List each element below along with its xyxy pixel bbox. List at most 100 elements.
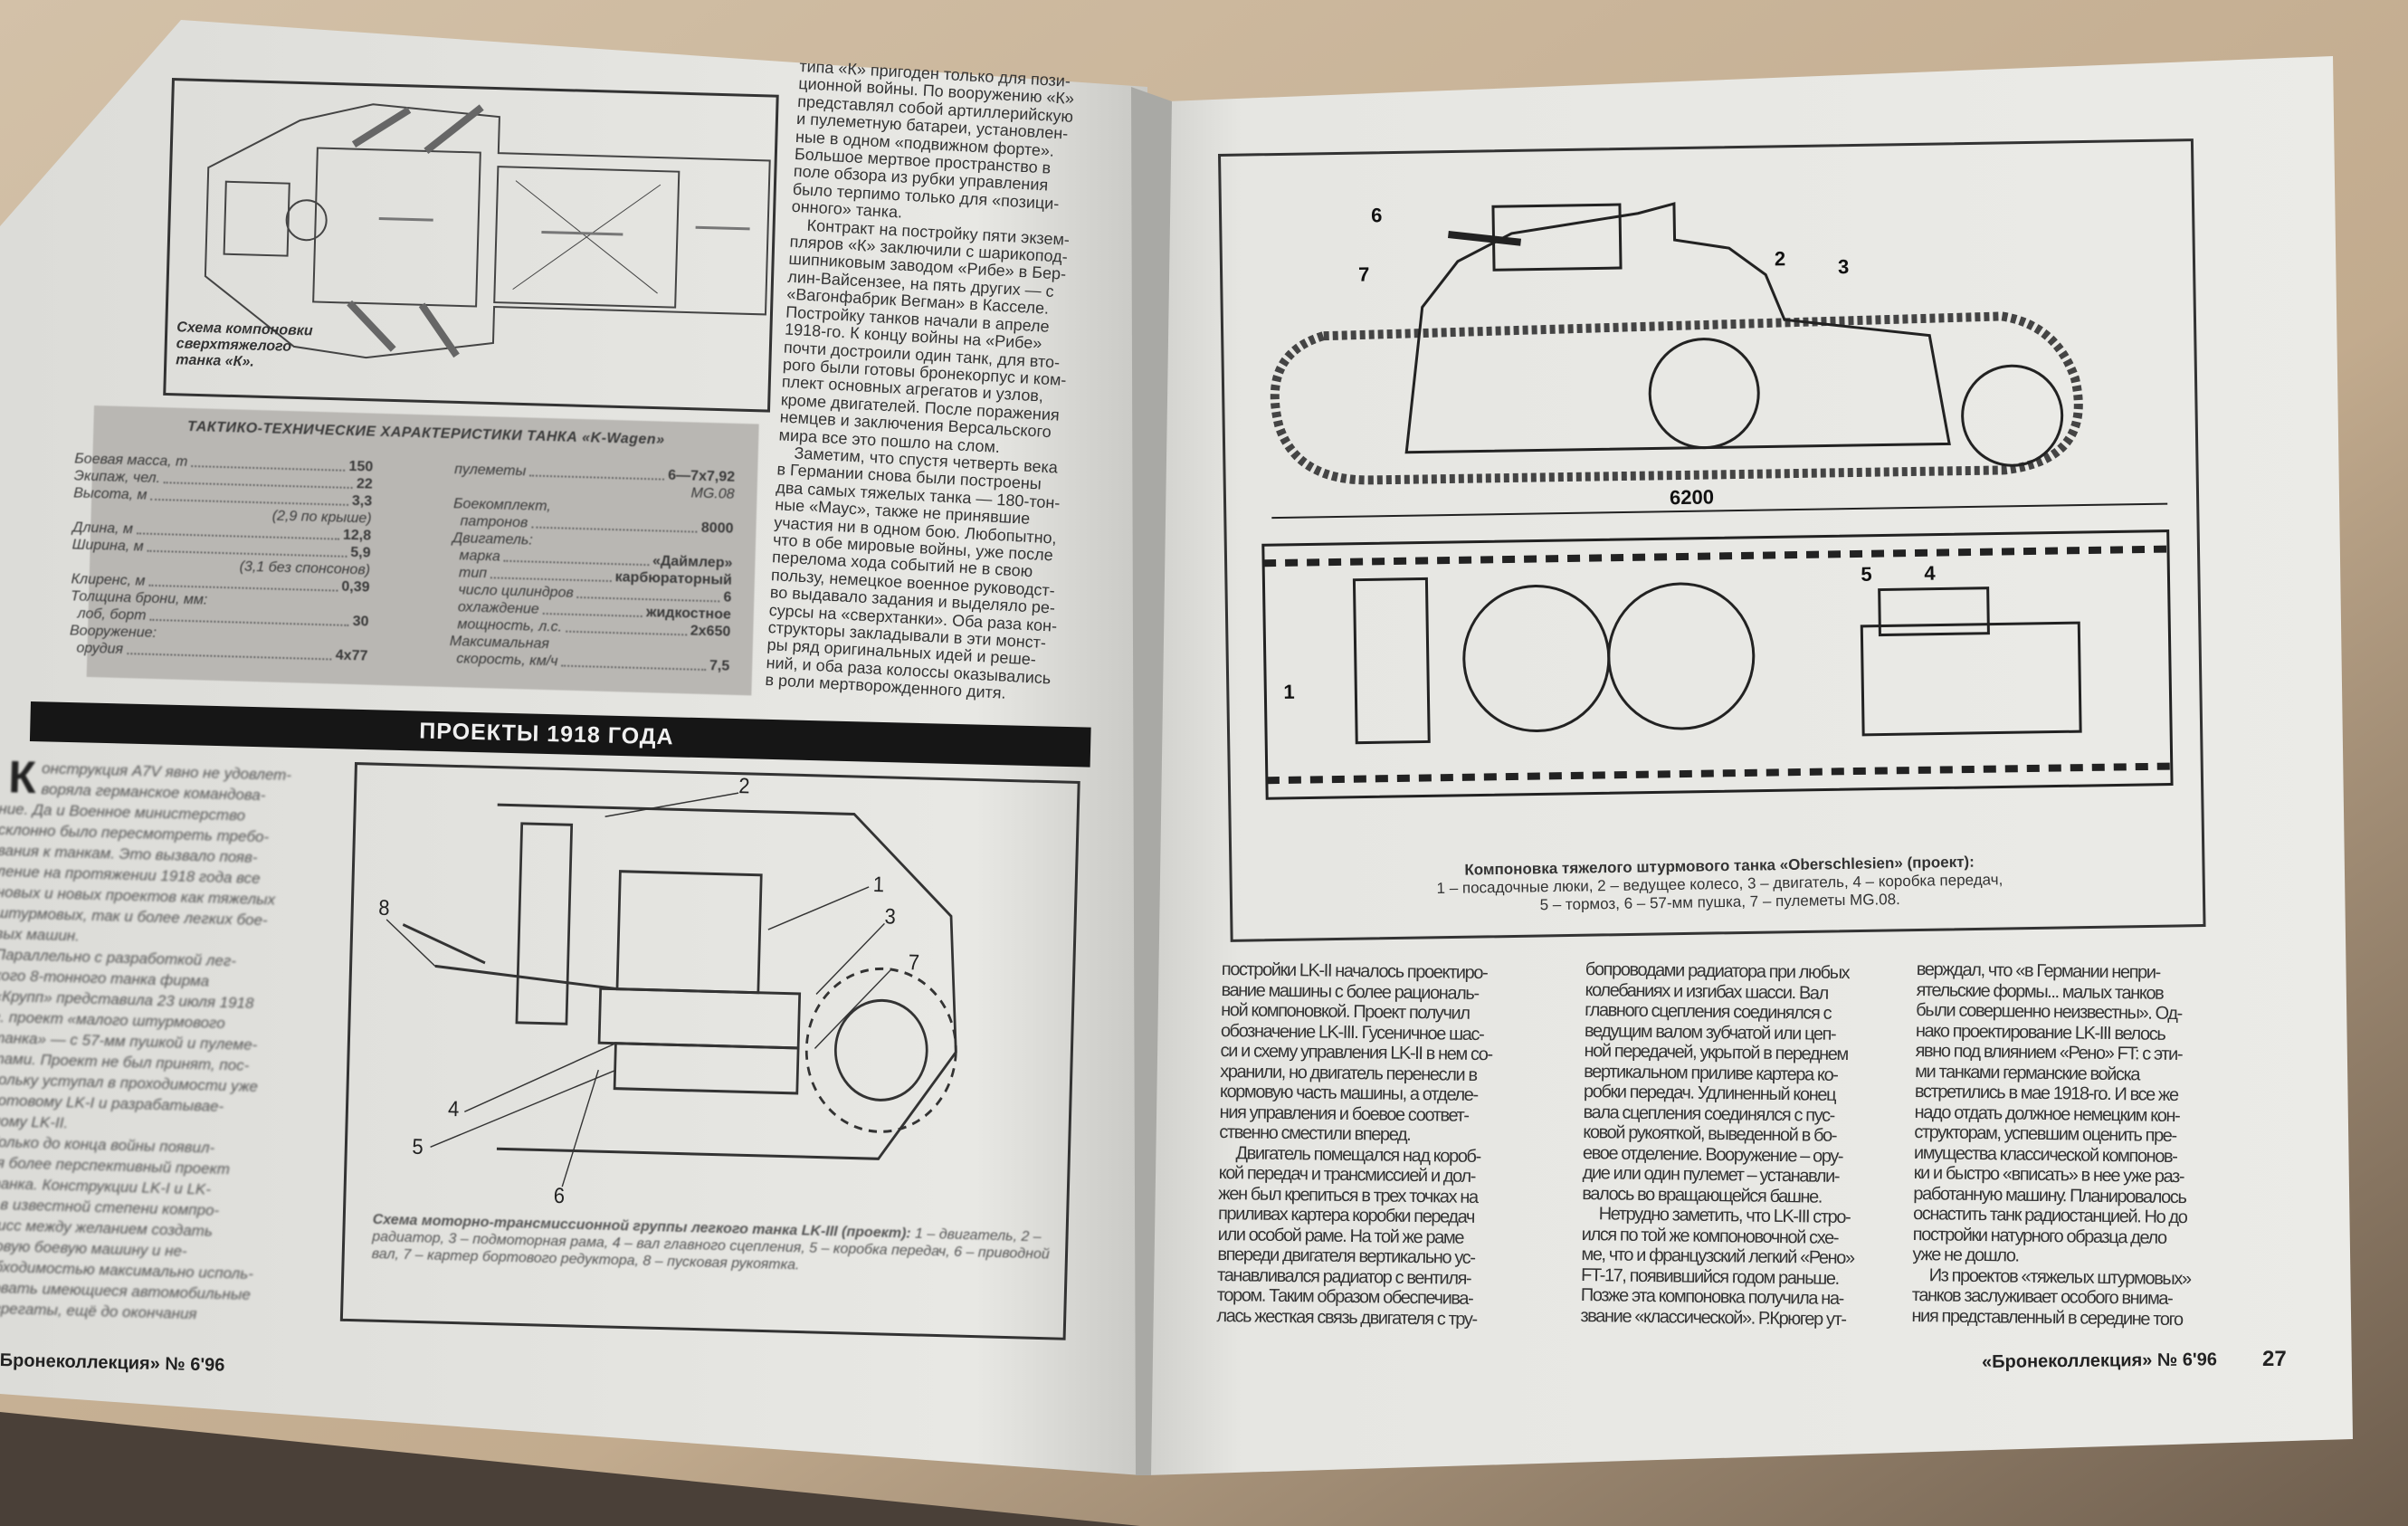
spec-value: 30 <box>352 614 369 630</box>
text-line: звание «классической». Р.Крюгер ут- <box>1580 1305 1846 1330</box>
spec-value: 5,9 <box>350 544 371 561</box>
spec-value: 8000 <box>700 520 734 537</box>
spec-value: 6—7x7,92 <box>668 467 736 485</box>
dimension-label: 6200 <box>1670 485 1714 509</box>
dot-leader <box>576 596 720 603</box>
spec-label: скорость, км/ч <box>449 651 558 670</box>
dot-leader <box>126 653 332 661</box>
spec-table-title: ТАКТИКО-ТЕХНИЧЕСКИЕ ХАРАКТЕРИСТИКИ ТАНКА… <box>186 418 665 448</box>
k-diagram-caption: Схема компоновки сверхтяжелого танка «К»… <box>176 320 313 372</box>
label-4: 4 <box>1924 562 1936 585</box>
spec-label: Ширина, м <box>71 537 144 555</box>
turret <box>1491 203 1623 272</box>
label-1: 1 <box>872 872 884 896</box>
hull-outline <box>496 803 957 1160</box>
label-6: 6 <box>553 1183 565 1207</box>
spine-shadow <box>1131 87 1172 1475</box>
shadow <box>0 1412 1140 1526</box>
spec-value: 6 <box>723 589 732 606</box>
dot-leader <box>529 474 665 481</box>
spec-label: Боекомплект, <box>452 496 552 515</box>
label-7: 7 <box>909 949 920 974</box>
dimension-line <box>1271 502 2168 520</box>
label-4: 4 <box>448 1096 460 1121</box>
right-page <box>1146 56 2353 1475</box>
k-wagen-diagram: Схема компоновки сверхтяжелого танка «К»… <box>163 78 779 413</box>
cupola <box>285 199 328 242</box>
drop-cap: К <box>7 751 37 804</box>
body-lines: онструкция A7V явно не удовлет-воряла ге… <box>0 757 303 1327</box>
spec-value: 2x650 <box>690 623 731 640</box>
label-2: 2 <box>1775 247 1786 270</box>
spec-label: мощность, л.с. <box>450 616 563 635</box>
article-column-1: постройки LK-II началось проектиро-вание… <box>1216 959 1493 1330</box>
spec-value: 22 <box>356 476 373 492</box>
hull-top-view <box>1261 529 2174 800</box>
spec-value: 150 <box>348 458 374 475</box>
spec-label: Длина, м <box>71 520 134 538</box>
fighting-compartment <box>312 147 481 308</box>
spec-table: ТАКТИКО-ТЕХНИЧЕСКИЕ ХАРАКТЕРИСТИКИ ТАНКА… <box>70 405 759 696</box>
spec-value: жидкостное <box>645 605 732 623</box>
central-room <box>493 166 681 309</box>
sponson-gun <box>347 104 484 358</box>
spec-note: (2,9 по крыше) <box>271 508 372 527</box>
spec-label: тип <box>451 565 488 582</box>
dot-leader <box>542 612 642 618</box>
engine <box>615 870 763 995</box>
spec-label: Двигатель: <box>452 530 533 548</box>
section-header: ПРОЕКТЫ 1918 ГОДА <box>418 718 674 750</box>
spec-value: карбюраторный <box>614 569 733 588</box>
label-6: 6 <box>1371 204 1383 226</box>
text-line: лась жесткая связь двигателя с тру- <box>1216 1305 1477 1330</box>
label-5: 5 <box>412 1134 424 1159</box>
hull-outline <box>204 103 771 359</box>
spec-label: лоб, борт <box>70 606 147 624</box>
label-3: 3 <box>1838 255 1850 278</box>
spec-value: 7,5 <box>709 658 730 674</box>
spec-label: Боевая масса, т <box>74 451 188 470</box>
gearbox <box>613 1042 800 1095</box>
dot-leader <box>561 664 706 671</box>
article-column-top: типа «К» пригоден только для пози-ционно… <box>765 57 1107 707</box>
gun <box>1447 231 1522 246</box>
spec-label: марка <box>452 548 500 565</box>
spec-value: «Даймлер» <box>652 553 733 571</box>
k-wagen-plan-drawing <box>204 103 771 359</box>
dot-leader <box>490 577 612 583</box>
spec-label: орудия <box>69 640 124 657</box>
spec-label: Вооружение: <box>69 623 157 642</box>
spec-value: 3,3 <box>351 492 373 510</box>
label-7: 7 <box>1358 262 1370 285</box>
spec-label: Высота, м <box>73 485 148 503</box>
drive-wheel <box>1961 364 2064 467</box>
lk3-engine-drawing: 1 2 3 4 5 6 7 8 <box>378 773 957 1207</box>
lk3-diagram: 1 2 3 4 5 6 7 8 <box>339 762 1080 1340</box>
drive-wheel <box>833 998 928 1102</box>
spec-note: MG.08 <box>690 485 735 502</box>
label-5: 5 <box>1861 563 1872 586</box>
spec-label: пулеметы <box>453 462 527 480</box>
spec-label: охлаждение <box>450 599 539 617</box>
spec-value: 12,8 <box>342 527 372 544</box>
label-2: 2 <box>738 773 750 797</box>
article-column-3: верждал, что «в Германии непри-ятельские… <box>1911 959 2194 1330</box>
page-number: 27 <box>2262 1347 2287 1371</box>
radiator <box>515 822 574 1025</box>
oberschlesien-diagram: 1 2 3 4 5 6 7 6200 <box>1218 138 2206 942</box>
spec-label: патронов <box>452 513 528 531</box>
hull-side <box>1404 202 1951 454</box>
dot-leader <box>503 559 649 567</box>
track-side-view <box>1270 311 2083 485</box>
spec-label: число цилиндров <box>451 582 574 601</box>
spec-label: Клиренс, м <box>71 571 146 589</box>
spec-value: 4x77 <box>335 647 368 664</box>
article-body-left: К онструкция A7V явно не удовлет-воряла … <box>0 751 303 1327</box>
label-1: 1 <box>1283 681 1295 703</box>
dot-leader <box>565 630 687 636</box>
oberschlesien-drawing: 1 2 3 4 5 6 7 6200 <box>1261 202 2174 800</box>
label-3: 3 <box>884 904 896 929</box>
